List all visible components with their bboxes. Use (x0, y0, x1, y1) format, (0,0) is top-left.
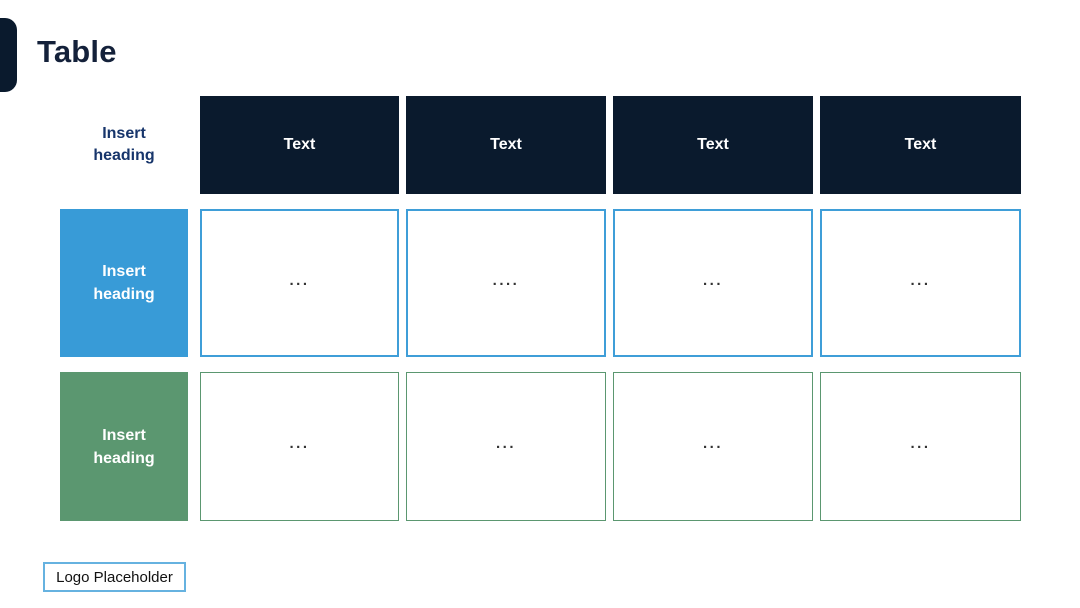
table-cell-r2c4[interactable]: ... (820, 372, 1021, 521)
table-cell-r2c1[interactable]: ... (200, 372, 399, 521)
cell-placeholder-text: ... (495, 435, 516, 452)
cell-placeholder-text: ... (910, 271, 931, 289)
table-cell-r2c3[interactable]: ... (613, 372, 813, 521)
row-2-heading-label: Insert heading (93, 426, 155, 467)
cell-placeholder-text: ... (702, 435, 723, 452)
table: Insert heading Text Text Text Text Inser… (60, 96, 1021, 521)
column-header-4[interactable]: Text (820, 96, 1021, 194)
table-cell-r1c4[interactable]: ... (820, 209, 1021, 357)
cell-placeholder-text: ... (702, 271, 723, 289)
column-header-label: Text (490, 136, 522, 153)
page-title[interactable]: Table (37, 34, 117, 69)
table-cell-r1c3[interactable]: ... (613, 209, 813, 357)
cell-placeholder-text: .... (492, 271, 520, 289)
column-header-1[interactable]: Text (200, 96, 399, 194)
side-tab-accent (0, 18, 17, 92)
corner-heading-label: Insert heading (93, 125, 155, 164)
row-1-heading-label: Insert heading (93, 263, 155, 303)
column-header-label: Text (697, 136, 729, 153)
row-1-heading-cell[interactable]: Insert heading (60, 209, 188, 357)
cell-placeholder-text: ... (289, 271, 310, 289)
cell-placeholder-text: ... (910, 435, 931, 452)
table-cell-r2c2[interactable]: ... (406, 372, 606, 521)
column-header-label: Text (904, 136, 937, 153)
corner-heading-cell[interactable]: Insert heading (60, 96, 188, 194)
table-cell-r1c1[interactable]: ... (200, 209, 399, 357)
logo-placeholder[interactable]: Logo Placeholder (43, 562, 186, 592)
column-header-2[interactable]: Text (406, 96, 606, 194)
table-cell-r1c2[interactable]: .... (406, 209, 606, 357)
logo-placeholder-label: Logo Placeholder (56, 568, 173, 586)
cell-placeholder-text: ... (289, 435, 310, 452)
column-header-3[interactable]: Text (613, 96, 813, 194)
column-header-label: Text (283, 136, 316, 153)
row-2-heading-cell[interactable]: Insert heading (60, 372, 188, 521)
